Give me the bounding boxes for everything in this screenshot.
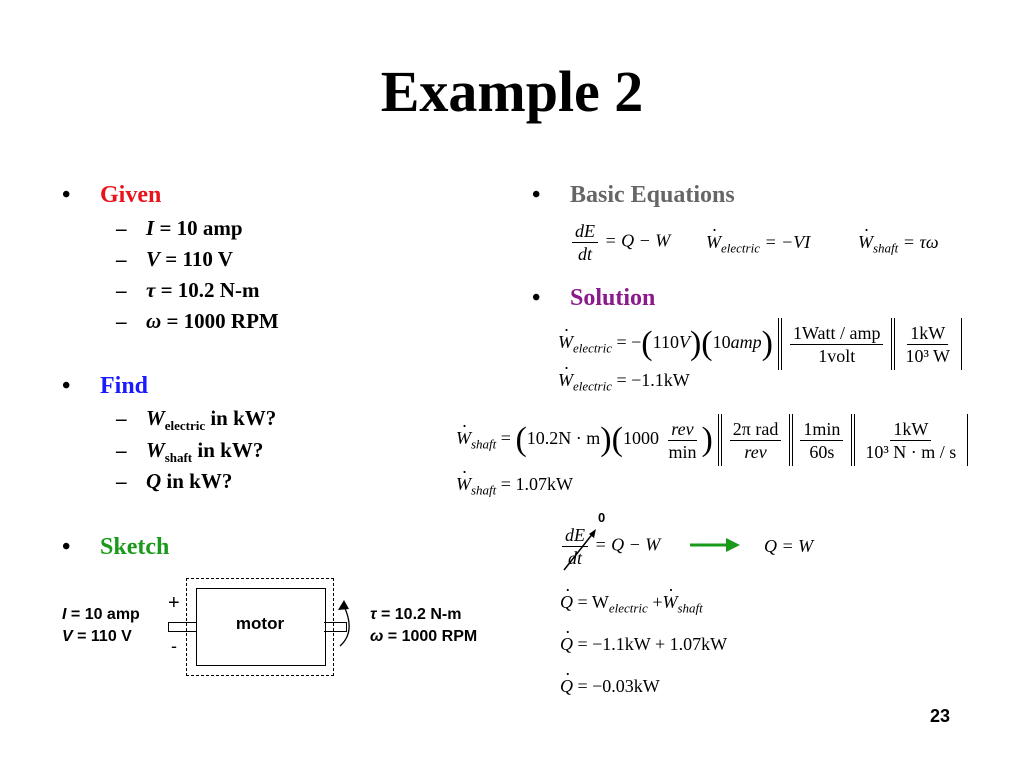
q-sum-equation: Q = Welectric +Wshaft — [560, 580, 703, 617]
shaft-work-equation: Wshaft = τω — [858, 220, 939, 257]
given-item-speed: –ω = 1000 RPM — [116, 309, 279, 333]
motor-label: motor — [235, 614, 285, 633]
terminal-left — [168, 622, 197, 632]
page-title: Example 2 — [380, 59, 644, 124]
green-arrow-icon — [690, 538, 740, 552]
sketch-inputs: I = 10 amp V = 110 V — [62, 606, 140, 645]
basic-equations-heading: •Basic Equations — [532, 182, 735, 208]
find-heading: •Find — [62, 373, 149, 399]
electric-work-equation: Welectric = −VI — [706, 220, 810, 257]
system-boundary — [186, 578, 334, 676]
motor-box — [196, 588, 326, 666]
find-item-welectric: –Welectric in kW? — [116, 406, 277, 434]
solution-heading: •Solution — [532, 285, 656, 311]
solution-electric-result: Welectric = −1.1kW — [558, 358, 690, 395]
sketch-outputs: τ = 10.2 N-m ω = 1000 RPM — [370, 606, 478, 645]
sketch-heading: •Sketch — [62, 534, 170, 560]
zero-annotation: 0 — [598, 510, 606, 525]
given-item-voltage: –V = 110 V — [116, 247, 233, 271]
solution-electric-line1: Welectric = −(110V)(10amp) 1Watt / amp1v… — [558, 318, 965, 370]
rotation-arrow-icon — [338, 600, 350, 647]
solution-shaft-result: Wshaft = 1.07kW — [456, 462, 573, 499]
plus-terminal: + — [168, 592, 180, 614]
given-heading: •Given — [62, 182, 162, 208]
given-item-current: –I = 10 amp — [116, 216, 243, 240]
q-equals-w: Q = W — [764, 536, 814, 556]
q-result-equation: Q = −0.03kW — [560, 664, 660, 697]
page-number: 23 — [930, 706, 951, 726]
minus-terminal: - — [171, 636, 177, 656]
find-item-q: –Q in kW? — [116, 469, 233, 493]
given-item-torque: –τ = 10.2 N-m — [116, 278, 260, 302]
strike-through-line — [563, 529, 596, 571]
find-item-wshaft: –Wshaft in kW? — [116, 438, 264, 466]
shaft-stub — [324, 622, 347, 632]
q-value-equation: Q = −1.1kW + 1.07kW — [560, 622, 727, 655]
